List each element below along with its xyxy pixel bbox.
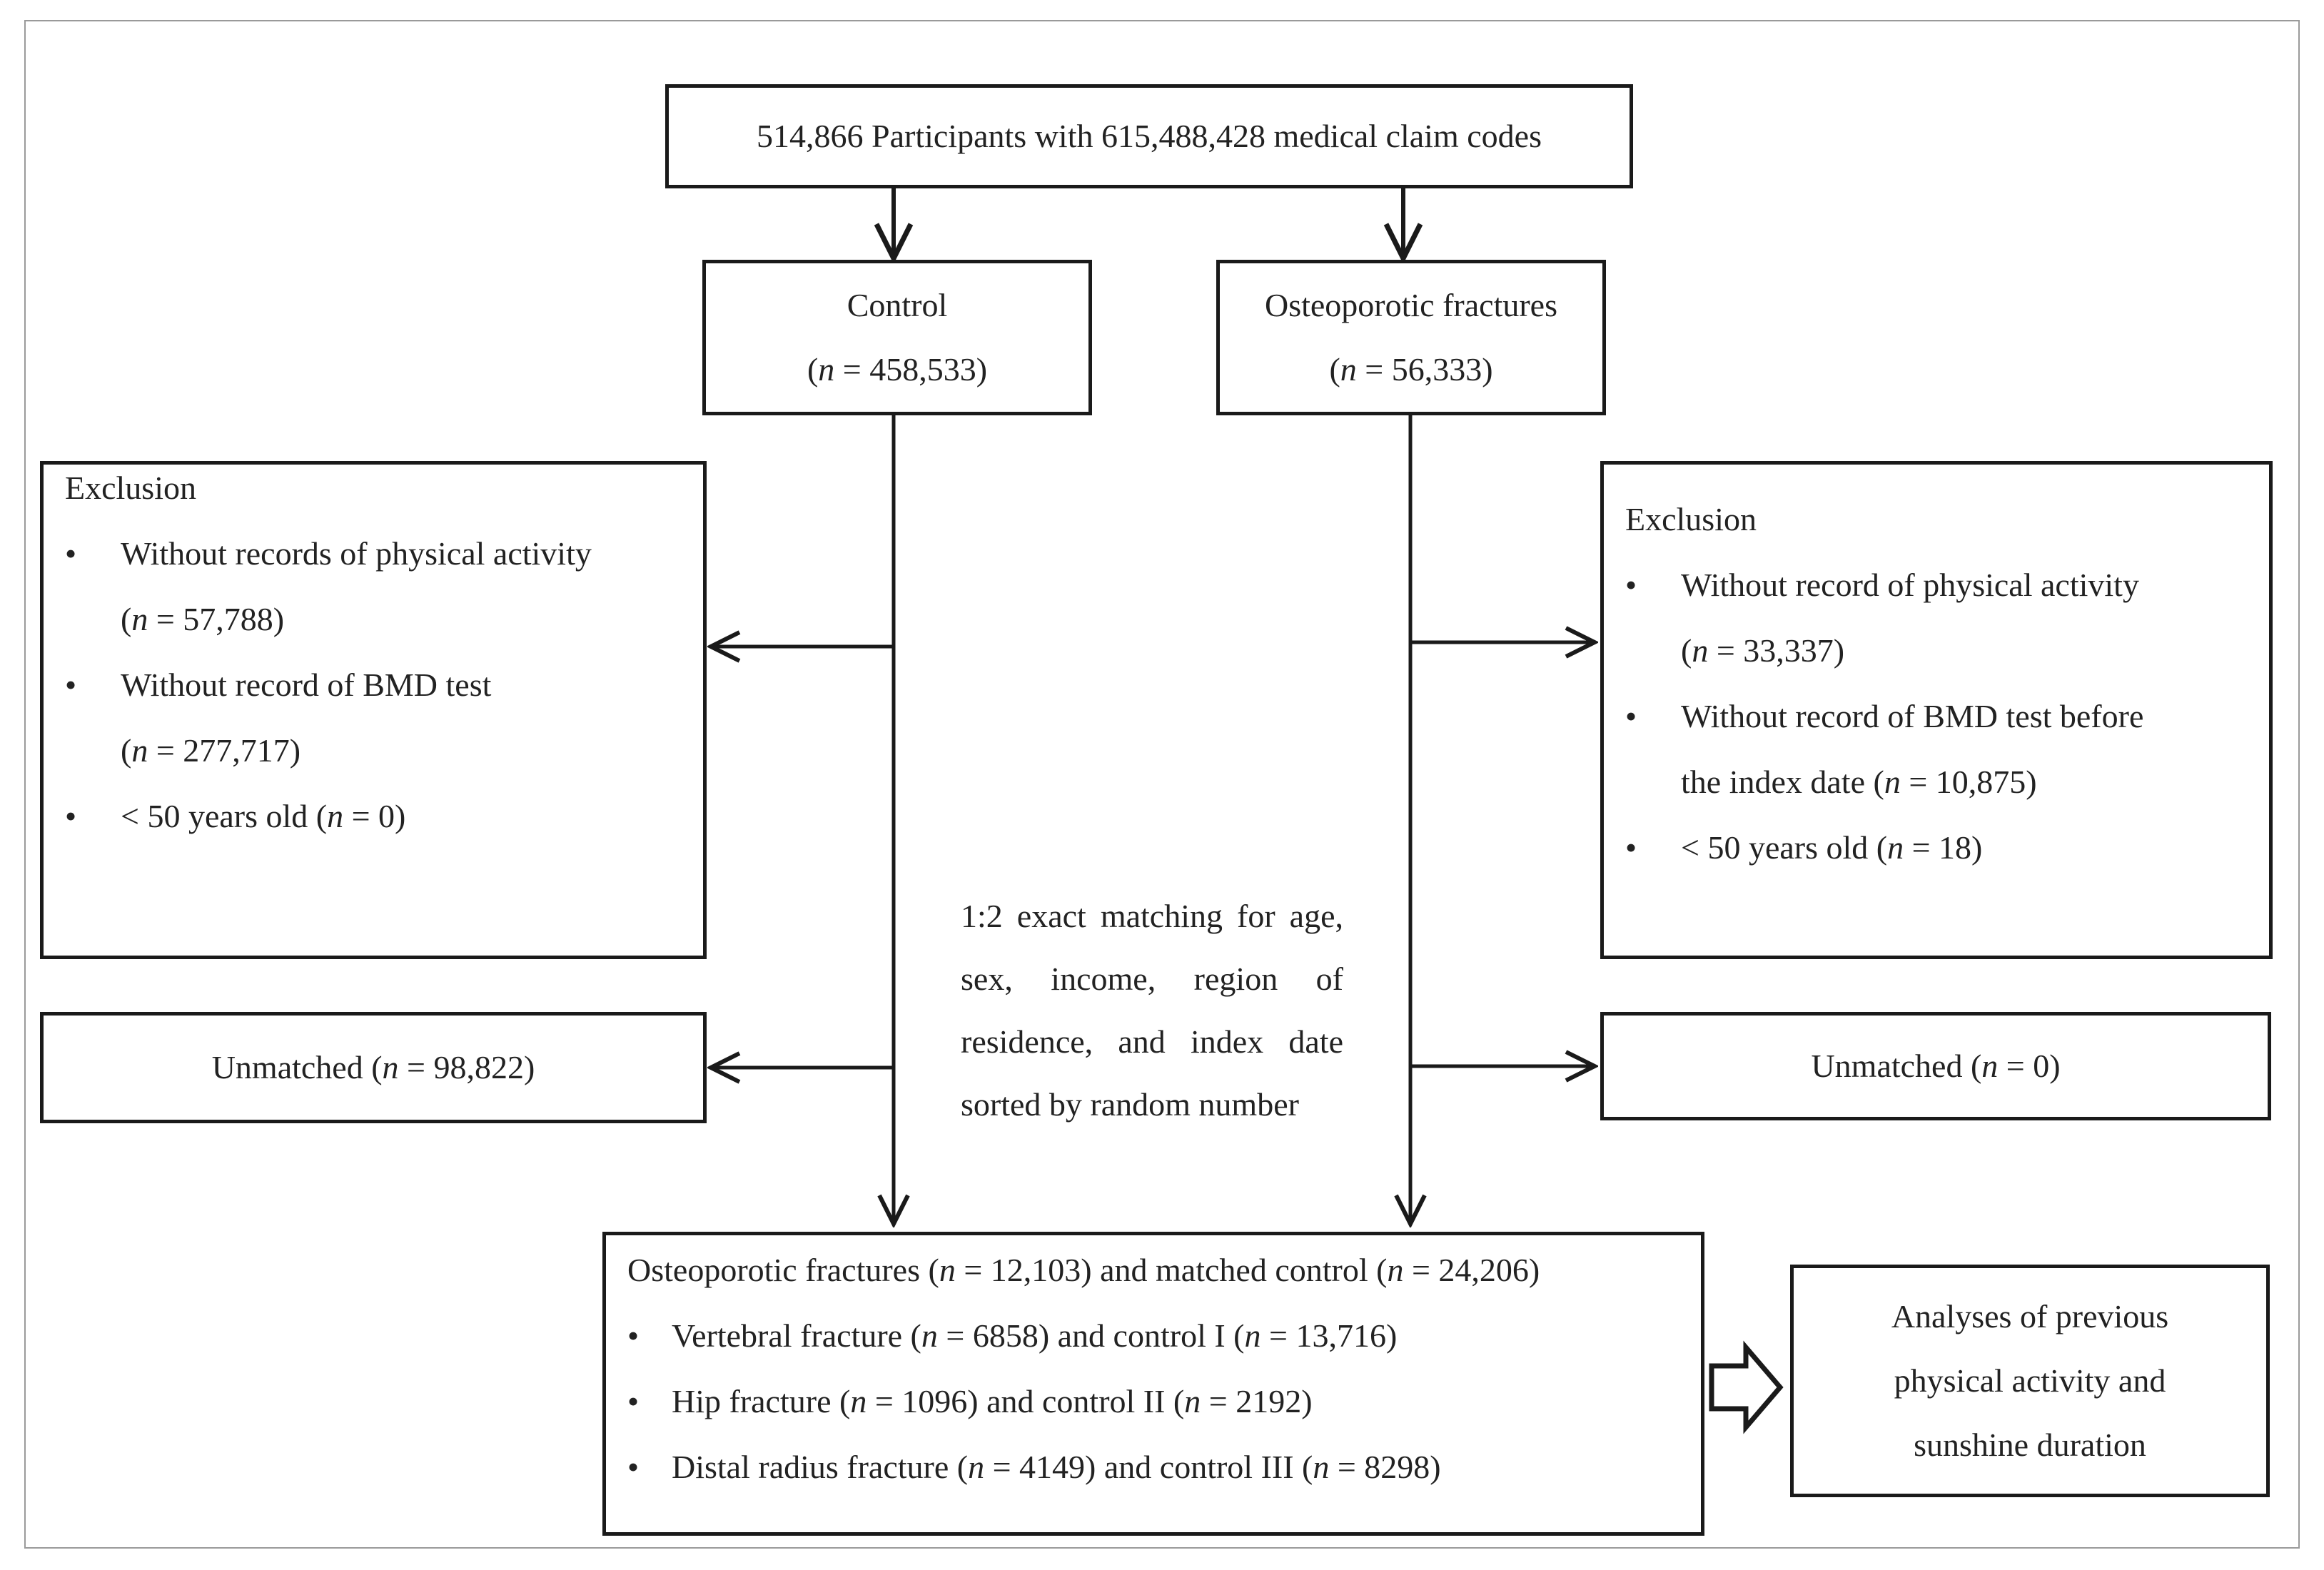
block-arrow-to-analyses xyxy=(1709,1340,1784,1434)
figure-frame xyxy=(24,20,2300,1549)
unmatched-right-box: Unmatched (n = 0) xyxy=(1600,1012,2271,1120)
control-count: (n = 458,533) xyxy=(807,351,988,388)
control-box: Control (n = 458,533) xyxy=(702,260,1092,415)
control-label: Control xyxy=(847,287,948,323)
unmatched-right-text: Unmatched (n = 0) xyxy=(1811,1048,2061,1084)
exclusion-right-title: Exclusion xyxy=(1625,501,1757,537)
unmatched-left-text: Unmatched (n = 98,822) xyxy=(211,1049,535,1085)
matching-line: sorted by random number xyxy=(961,1086,1299,1123)
matched-result-title: Osteoporotic fractures (n = 12,103) and … xyxy=(627,1252,1540,1288)
exclusion-right-item: •Without record of BMD test before xyxy=(1625,698,2144,734)
matching-line: sex, income, region of xyxy=(961,961,1343,997)
exclusion-right-item-count: the index date (n = 10,875) xyxy=(1681,764,2037,800)
exclusion-left-item-count: (n = 57,788) xyxy=(121,601,285,637)
matched-result-box: Osteoporotic fractures (n = 12,103) and … xyxy=(602,1232,1704,1536)
exclusion-right-item: •Without record of physical activity xyxy=(1625,567,2139,603)
matched-result-item: •Hip fracture (n = 1096) and control II … xyxy=(627,1383,1313,1419)
exclusion-left-item: •Without record of BMD test xyxy=(65,667,492,703)
matching-criteria-text: 1:2 exact matching for age, sex, income,… xyxy=(961,885,1343,1136)
exclusion-left-title: Exclusion xyxy=(65,470,196,506)
analyses-line: physical activity and xyxy=(1894,1362,2166,1399)
analyses-line: Analyses of previous xyxy=(1891,1298,2169,1334)
participants-box: 514,866 Participants with 615,488,428 me… xyxy=(665,84,1633,188)
matching-line: 1:2 exact matching for age, xyxy=(961,898,1343,934)
exclusion-right-item-count: (n = 33,337) xyxy=(1681,632,1845,669)
osteoporotic-count: (n = 56,333) xyxy=(1329,351,1493,388)
exclusion-right-box: Exclusion •Without record of physical ac… xyxy=(1600,461,2273,959)
matched-result-item: •Distal radius fracture (n = 4149) and c… xyxy=(627,1449,1441,1485)
osteoporotic-box: Osteoporotic fractures (n = 56,333) xyxy=(1216,260,1606,415)
exclusion-left-item: •Without records of physical activity xyxy=(65,535,592,572)
exclusion-right-item: •< 50 years old (n = 18) xyxy=(1625,829,1983,866)
analyses-box: Analyses of previous physical activity a… xyxy=(1790,1265,2270,1497)
matching-line: residence, and index date xyxy=(961,1023,1343,1060)
osteoporotic-label: Osteoporotic fractures xyxy=(1264,287,1557,323)
unmatched-left-box: Unmatched (n = 98,822) xyxy=(40,1012,707,1123)
exclusion-left-box: Exclusion •Without records of physical a… xyxy=(40,461,707,959)
exclusion-left-item-count: (n = 277,717) xyxy=(121,732,301,769)
exclusion-left-item: •< 50 years old (n = 0) xyxy=(65,798,406,834)
analyses-line: sunshine duration xyxy=(1914,1427,2146,1463)
matched-result-item: •Vertebral fracture (n = 6858) and contr… xyxy=(627,1317,1398,1354)
participants-text: 514,866 Participants with 615,488,428 me… xyxy=(757,118,1542,154)
